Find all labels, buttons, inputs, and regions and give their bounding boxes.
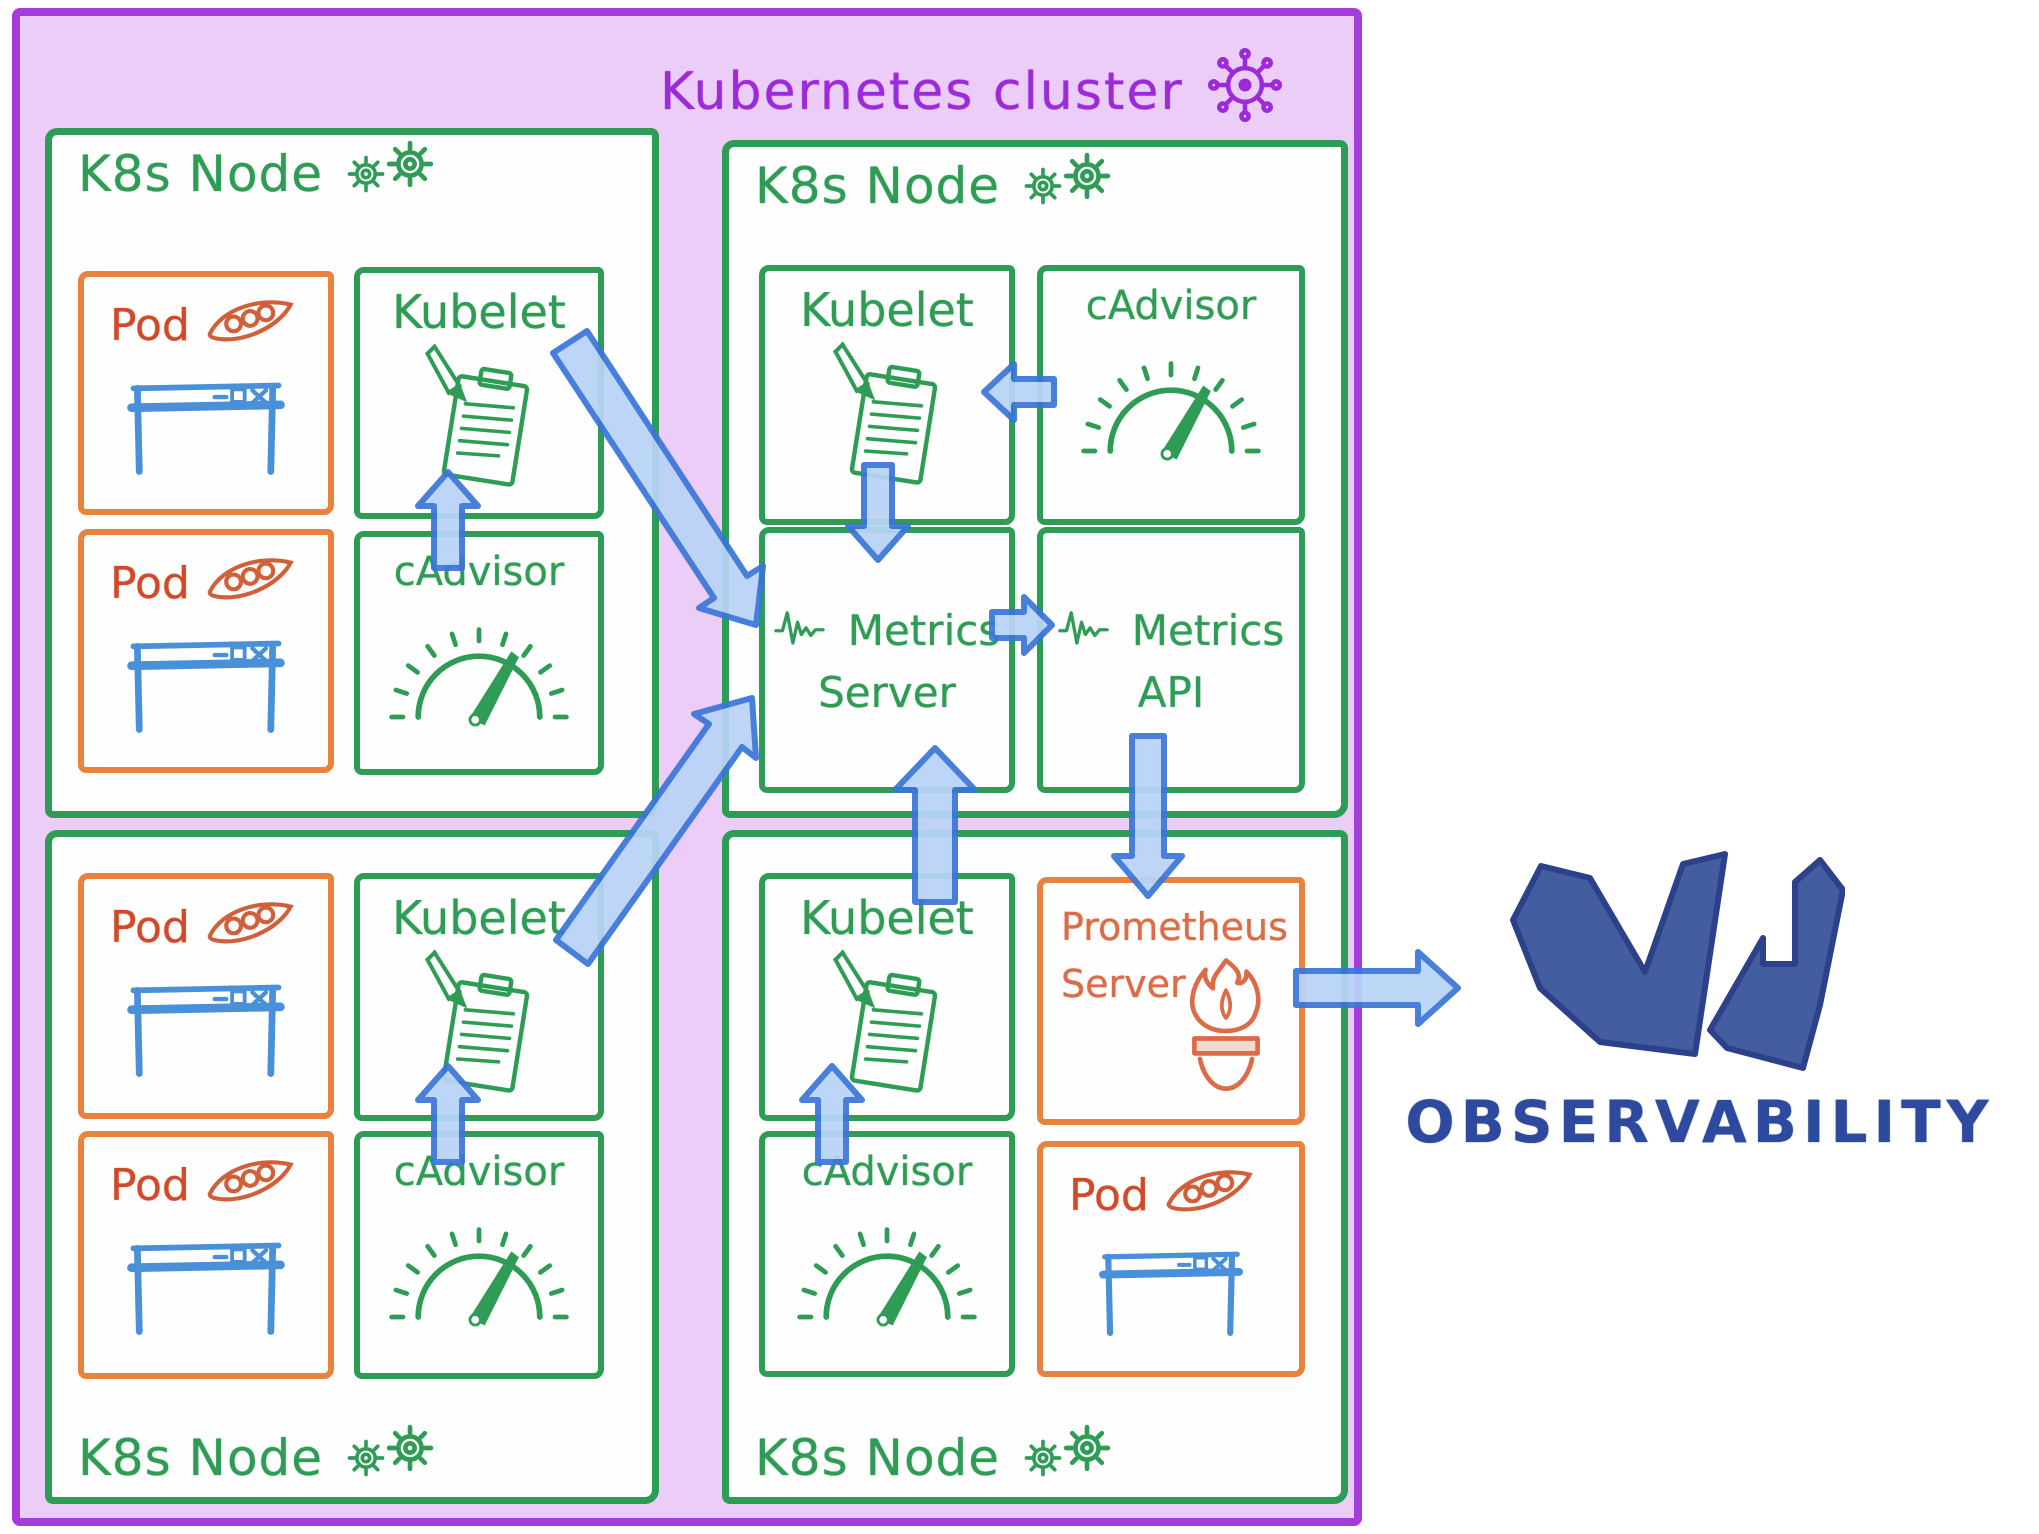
prometheus-line1: Prometheus <box>1061 905 1288 949</box>
kubelet-label: Kubelet <box>392 285 566 339</box>
k8s-node-bottom-right: Kubelet Prometheus Server cAdvisor Pod <box>722 830 1348 1504</box>
node-label: K8s Node <box>78 140 439 203</box>
pod-box: Pod <box>78 873 334 1119</box>
cadvisor-box: cAdvisor <box>354 1131 604 1379</box>
clipboard-pencil-icon <box>424 949 530 1093</box>
victoriametrics-logo <box>1505 840 1846 1084</box>
gears-icon <box>1020 152 1116 209</box>
pod-box: Pod <box>78 529 334 773</box>
pod-label: Pod <box>110 299 190 351</box>
observability-label: OBSERVABILITY <box>1405 1088 1995 1156</box>
kubelet-box: Kubelet <box>354 267 604 519</box>
gears-icon <box>1020 1424 1116 1481</box>
app-window-icon <box>127 640 285 733</box>
heartbeat-icon <box>1058 604 1124 658</box>
app-window-icon <box>127 1242 285 1335</box>
kubelet-box: Kubelet <box>759 873 1015 1121</box>
prometheus-server-box: Prometheus Server <box>1037 877 1305 1125</box>
kubelet-label: Kubelet <box>392 891 566 945</box>
pea-pod-icon <box>1165 1165 1257 1225</box>
pea-pod-icon <box>206 295 298 355</box>
node-label: K8s Node <box>755 152 1116 215</box>
cluster-title: Kubernetes cluster <box>660 46 1284 137</box>
prometheus-line2: Server <box>1061 962 1186 1006</box>
pod-box: Pod <box>1037 1141 1305 1377</box>
cadvisor-box: cAdvisor <box>759 1131 1015 1377</box>
k8s-node-top-right: K8s Node Kubelet cAdvisor Metrics Server <box>722 140 1348 818</box>
app-window-icon <box>127 984 285 1077</box>
metrics-api-line2: API <box>1137 667 1205 717</box>
k8s-node-bottom-left: Pod Pod Kubelet cAdvisor <box>45 830 659 1504</box>
node-label-text: K8s Node <box>755 1429 1001 1487</box>
cluster-title-text: Kubernetes cluster <box>660 61 1184 122</box>
k8s-node-top-left: K8s Node Pod Pod <box>45 128 659 818</box>
cadvisor-label: cAdvisor <box>393 549 565 595</box>
pod-label: Pod <box>110 901 190 953</box>
node-label-text: K8s Node <box>755 157 1001 215</box>
kubelet-label: Kubelet <box>800 891 974 945</box>
pea-pod-icon <box>206 1155 298 1215</box>
clipboard-pencil-icon <box>832 949 938 1093</box>
app-window-icon <box>127 382 285 475</box>
pea-pod-icon <box>206 897 298 957</box>
cadvisor-label: cAdvisor <box>801 1149 973 1195</box>
pea-pod-icon <box>206 553 298 613</box>
cadvisor-box: cAdvisor <box>354 531 604 775</box>
metrics-server-line2: Server <box>818 667 956 717</box>
gauge-icon <box>389 627 569 727</box>
gauge-icon <box>389 1227 569 1327</box>
kubelet-box: Kubelet <box>759 265 1015 525</box>
node-label: K8s Node <box>755 1424 1116 1487</box>
pod-box: Pod <box>78 271 334 515</box>
torch-flame-icon <box>1189 958 1261 1092</box>
pod-label: Pod <box>110 1159 190 1211</box>
clipboard-pencil-icon <box>424 343 530 487</box>
gauge-icon <box>1081 361 1261 461</box>
cadvisor-label: cAdvisor <box>393 1149 565 1195</box>
pod-label: Pod <box>110 557 190 609</box>
node-label: K8s Node <box>78 1424 439 1487</box>
metrics-server-line1: Metrics <box>847 606 1001 655</box>
kubelet-label: Kubelet <box>800 283 974 337</box>
node-label-text: K8s Node <box>78 145 324 203</box>
kubelet-box: Kubelet <box>354 873 604 1121</box>
app-window-icon <box>1099 1251 1243 1336</box>
gears-icon <box>343 140 439 197</box>
cadvisor-label: cAdvisor <box>1085 283 1257 329</box>
gauge-icon <box>797 1227 977 1327</box>
pod-label: Pod <box>1069 1169 1149 1221</box>
cadvisor-box: cAdvisor <box>1037 265 1305 525</box>
metrics-server-box: Metrics Server <box>759 527 1015 793</box>
pod-box: Pod <box>78 1131 334 1379</box>
metrics-api-box: Metrics API <box>1037 527 1305 793</box>
node-label-text: K8s Node <box>78 1429 324 1487</box>
kubernetes-wheel-icon <box>1206 46 1284 137</box>
heartbeat-icon <box>774 604 840 658</box>
metrics-api-line1: Metrics <box>1131 606 1285 655</box>
gears-icon <box>343 1424 439 1481</box>
clipboard-pencil-icon <box>832 341 938 485</box>
